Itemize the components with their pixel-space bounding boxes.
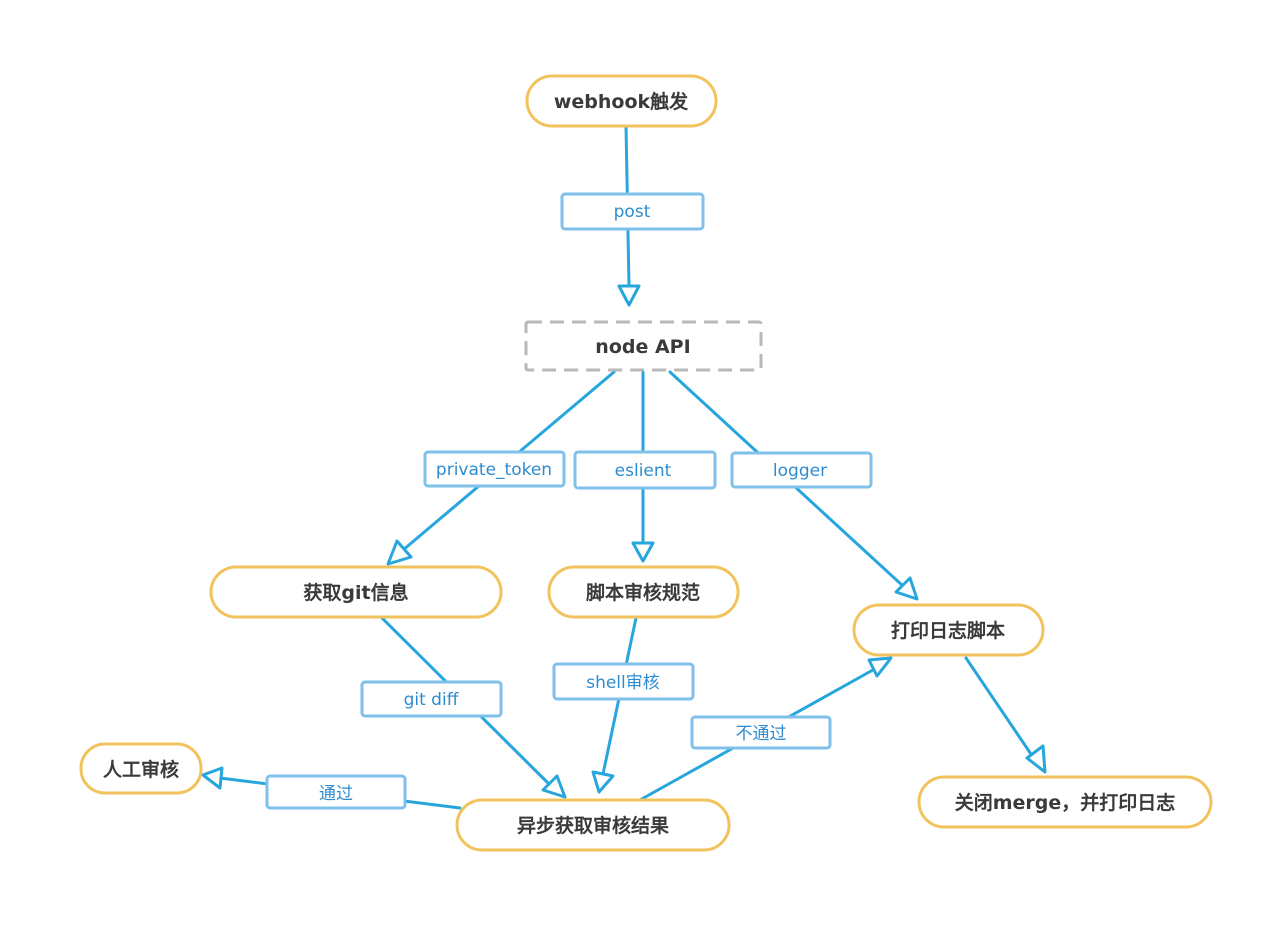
- edge-label-pass: 通过: [265, 774, 407, 810]
- edge-label-pass-text: 通过: [319, 784, 353, 804]
- edge-label-eslient: eslient: [573, 450, 717, 490]
- node-api-label: node API: [595, 336, 690, 358]
- arrowhead-to-git-info-icon: [386, 539, 413, 566]
- edge-label-private-token: private_token: [423, 450, 566, 488]
- node-async-result-label: 异步获取审核结果: [517, 814, 669, 837]
- arrowhead-to-script-review-icon: [631, 541, 655, 563]
- edge-label-eslient-text: eslient: [615, 461, 672, 481]
- arrowhead-to-async-from-script-icon: [591, 770, 615, 794]
- arrow-heads: [201, 284, 1047, 799]
- arrowhead-to-log-script-icon: [894, 576, 919, 601]
- edge-label-not-pass: 不通过: [690, 715, 832, 750]
- edge-log-script-to-close: [964, 656, 1037, 762]
- edge-label-post-text: post: [614, 202, 651, 222]
- node-print-log-script: 打印日志脚本: [852, 603, 1045, 657]
- node-webhook-label: webhook触发: [554, 90, 689, 113]
- arrowhead-to-log-script-from-async-icon: [867, 656, 893, 678]
- edge-label-git-diff-text: git diff: [404, 690, 460, 710]
- node-close-merge-label: 关闭merge，并打印日志: [955, 791, 1176, 814]
- edge-label-shell-review: shell审核: [552, 662, 695, 701]
- edge-label-git-diff: git diff: [360, 680, 503, 718]
- node-async-result: 异步获取审核结果: [455, 798, 731, 852]
- arrowhead-to-manual-icon: [201, 766, 224, 790]
- node-webhook: webhook触发: [525, 74, 718, 128]
- node-git-info: 获取git信息: [209, 565, 503, 619]
- node-manual-review: 人工审核: [79, 742, 203, 795]
- node-api: node API: [524, 320, 763, 372]
- node-manual-review-label: 人工审核: [103, 758, 179, 781]
- node-close-merge: 关闭merge，并打印日志: [917, 775, 1213, 829]
- edge-label-not-pass-text: 不通过: [736, 724, 787, 744]
- edge-label-logger-text: logger: [773, 461, 827, 481]
- node-script-review-label: 脚本审核规范: [586, 581, 700, 604]
- edge-label-shell-review-text: shell审核: [586, 673, 660, 693]
- arrowhead-to-close-merge-icon: [1025, 744, 1047, 774]
- arrowhead-to-async-from-git-icon: [541, 774, 567, 799]
- edge-label-logger: logger: [730, 451, 873, 489]
- node-script-review: 脚本审核规范: [547, 565, 740, 619]
- edge-label-post: post: [560, 192, 705, 231]
- node-git-info-label: 获取git信息: [303, 581, 408, 604]
- arrowhead-to-api-icon: [617, 284, 641, 307]
- node-print-log-script-label: 打印日志脚本: [891, 619, 1005, 642]
- edge-label-private-token-text: private_token: [436, 460, 552, 480]
